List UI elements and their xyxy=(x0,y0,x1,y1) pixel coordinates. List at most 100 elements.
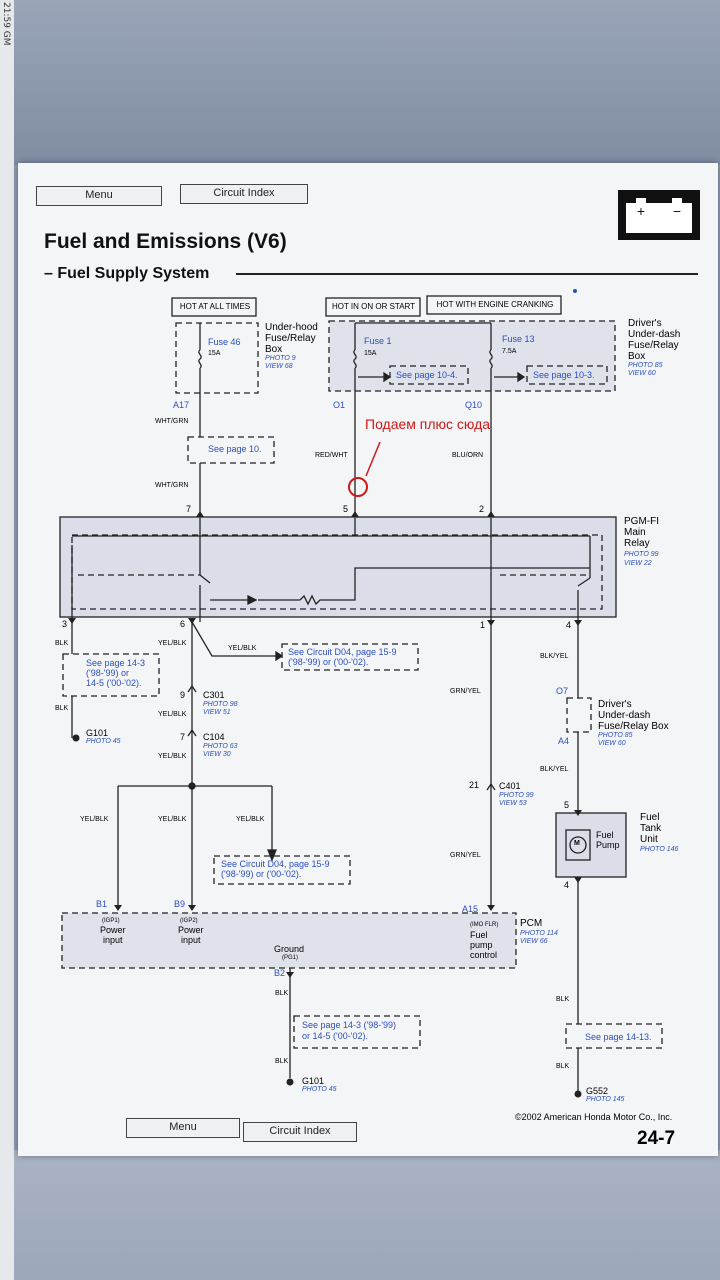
fuse-46-rating: 15A xyxy=(208,350,221,357)
wire-yel-blk-2: YEL/BLK xyxy=(228,645,257,652)
fuel-pump-label: Fuel Pump xyxy=(596,830,620,850)
wire-blk-5: BLK xyxy=(275,990,289,997)
page-number: 24-7 xyxy=(637,1128,676,1149)
wire-red-wht: RED/WHT xyxy=(315,452,348,459)
menu-button-top[interactable]: Menu xyxy=(36,186,162,206)
pcm-a15-label: Fuel pump control xyxy=(470,930,498,960)
terminal-o1: O1 xyxy=(333,400,346,410)
underdash2-name: Driver's Under-dash Fuse/Relay Box xyxy=(598,699,669,732)
relay-name: PGM-FI Main Relay xyxy=(624,516,659,549)
pcm-ground-label: Ground xyxy=(274,944,305,954)
motor-icon: M xyxy=(574,840,580,847)
wire-blu-orn: BLU/ORN xyxy=(452,452,484,459)
wire-wht-grn-2: WHT/GRN xyxy=(155,482,189,489)
wire-wht-grn-1: WHT/GRN xyxy=(155,418,189,425)
c401-photo: PHOTO 99 xyxy=(499,792,534,799)
ref-page-10-3[interactable]: See page 10-3. xyxy=(533,370,595,380)
terminal-o7: O7 xyxy=(556,686,569,696)
wire-yel-blk-1: YEL/BLK xyxy=(158,640,187,647)
subtitle-rule xyxy=(236,273,698,275)
wire-grn-yel-1: GRN/YEL xyxy=(450,688,481,695)
c301-view: VIEW 51 xyxy=(203,709,231,716)
label-hot-with-engine-cranking: HOT WITH ENGINE CRANKING xyxy=(436,300,554,309)
relay-pin-2: 2 xyxy=(479,504,485,514)
side-strip-text: 21:59 GM xyxy=(1,2,11,46)
c104-view: VIEW 30 xyxy=(203,751,231,758)
pcm-pin-b1: B1 xyxy=(96,899,108,909)
terminal-a17: A17 xyxy=(173,400,190,410)
ground-g101-photo: PHOTO 45 xyxy=(86,738,121,745)
circuit-index-button-top[interactable]: Circuit Index xyxy=(180,184,308,204)
annotation-text: Подаем плюс сюда xyxy=(365,416,491,432)
side-strip: 21:59 GM xyxy=(0,0,14,1280)
underdash-box-name: Driver's Under-dash Fuse/Relay Box xyxy=(628,318,681,362)
relay-pin-6: 6 xyxy=(180,619,186,629)
ground-g101-b: G101 xyxy=(302,1076,325,1086)
menu-button-bottom[interactable]: Menu xyxy=(126,1118,240,1138)
background-top xyxy=(0,0,720,165)
page-title: Fuel and Emissions (V6) xyxy=(44,230,287,253)
terminal-q10: Q10 xyxy=(465,400,483,410)
connector-c401: C401 xyxy=(499,781,521,791)
svg-text:+: + xyxy=(637,203,645,219)
pcm-photo: PHOTO 114 xyxy=(520,930,558,937)
pcm-b9-label: Power input xyxy=(178,925,204,945)
wire-blk-4: BLK xyxy=(556,1063,570,1070)
pcm-pin-b9: B9 xyxy=(174,899,186,909)
underhood-box-photo: PHOTO 9 xyxy=(265,355,296,362)
terminal-a4: A4 xyxy=(558,736,570,746)
ground-g552-photo: PHOTO 145 xyxy=(586,1096,625,1103)
c301-pin: 9 xyxy=(180,690,186,700)
wire-yel-blk-4: YEL/BLK xyxy=(158,753,187,760)
label-hot-in-on-or-start: HOT IN ON OR START xyxy=(331,302,416,311)
fuse-1-label: Fuse 1 xyxy=(364,336,392,346)
wire-yel-blk-3: YEL/BLK xyxy=(158,711,187,718)
relay-photo: PHOTO 99 xyxy=(624,551,659,558)
relay-pin-3: 3 xyxy=(62,619,68,629)
underdash-box-photo: PHOTO 85 xyxy=(628,362,663,369)
ground-g101-b-photo: PHOTO 45 xyxy=(302,1086,337,1093)
page-subtitle: – Fuel Supply System xyxy=(44,265,210,282)
c301-photo: PHOTO 98 xyxy=(203,701,238,708)
wire-blk-3: BLK xyxy=(556,996,570,1003)
c104-pin: 7 xyxy=(180,732,186,742)
pcm-b1-label: Power input xyxy=(100,925,126,945)
c401-view: VIEW 53 xyxy=(499,800,527,807)
fuel-tank-pin-5: 5 xyxy=(564,800,570,810)
pcm-name: PCM xyxy=(520,918,543,929)
fuel-tank-photo: PHOTO 146 xyxy=(640,846,679,853)
wire-yel-blk-5: YEL/BLK xyxy=(80,816,109,823)
wire-blk-6: BLK xyxy=(275,1058,289,1065)
ref-page-14-3-a[interactable]: See page 14-3 ('98-'99) or 14-5 ('00-'02… xyxy=(86,658,146,688)
pcm-pin-a15: A15 xyxy=(462,904,479,914)
wire-grn-yel-2: GRN/YEL xyxy=(450,852,481,859)
ref-page-14-3-b[interactable]: See page 14-3 ('98-'99) or 14-5 ('00-'02… xyxy=(302,1020,396,1041)
fuel-tank-name: Fuel Tank Unit xyxy=(640,812,662,845)
relay-pin-1: 1 xyxy=(480,620,486,630)
pcm-b9-sub: (IGP2) xyxy=(180,918,198,924)
c401-pin: 21 xyxy=(469,780,480,790)
wire-blk-yel-2: BLK/YEL xyxy=(540,766,569,773)
underdash2-photo: PHOTO 85 xyxy=(598,732,633,739)
relay-view: VIEW 22 xyxy=(624,560,652,567)
underdash-box-view: VIEW 60 xyxy=(628,370,656,377)
relay-pin-4: 4 xyxy=(566,620,572,630)
underhood-box-name: Under-hood Fuse/Relay Box xyxy=(265,322,318,355)
ref-page-14-13[interactable]: See page 14-13. xyxy=(585,1032,652,1042)
fuse-1-rating: 15A xyxy=(364,350,377,357)
ground-g552: G552 xyxy=(586,1086,609,1096)
ref-circuit-d04-a[interactable]: See Circuit D04, page 15-9 ('98-'99) or … xyxy=(288,647,397,667)
fuse-13-label: Fuse 13 xyxy=(502,334,535,344)
label-hot-at-all-times: HOT AT ALL TIMES xyxy=(179,302,251,311)
fuse-13-rating: 7.5A xyxy=(502,348,517,355)
underdash2-view: VIEW 60 xyxy=(598,740,626,747)
ref-page-10[interactable]: See page 10. xyxy=(208,444,262,454)
background-bottom xyxy=(0,1150,720,1280)
pcm-a15-sub: (IMO FLR) xyxy=(470,922,499,928)
ref-circuit-d04-b[interactable]: See Circuit D04, page 15-9 ('98-'99) or … xyxy=(221,859,330,879)
svg-text:−: − xyxy=(673,203,681,219)
ref-page-10-4[interactable]: See page 10-4. xyxy=(396,370,458,380)
relay-pin-5: 5 xyxy=(343,504,349,514)
circuit-index-button-bottom[interactable]: Circuit Index xyxy=(243,1122,357,1142)
